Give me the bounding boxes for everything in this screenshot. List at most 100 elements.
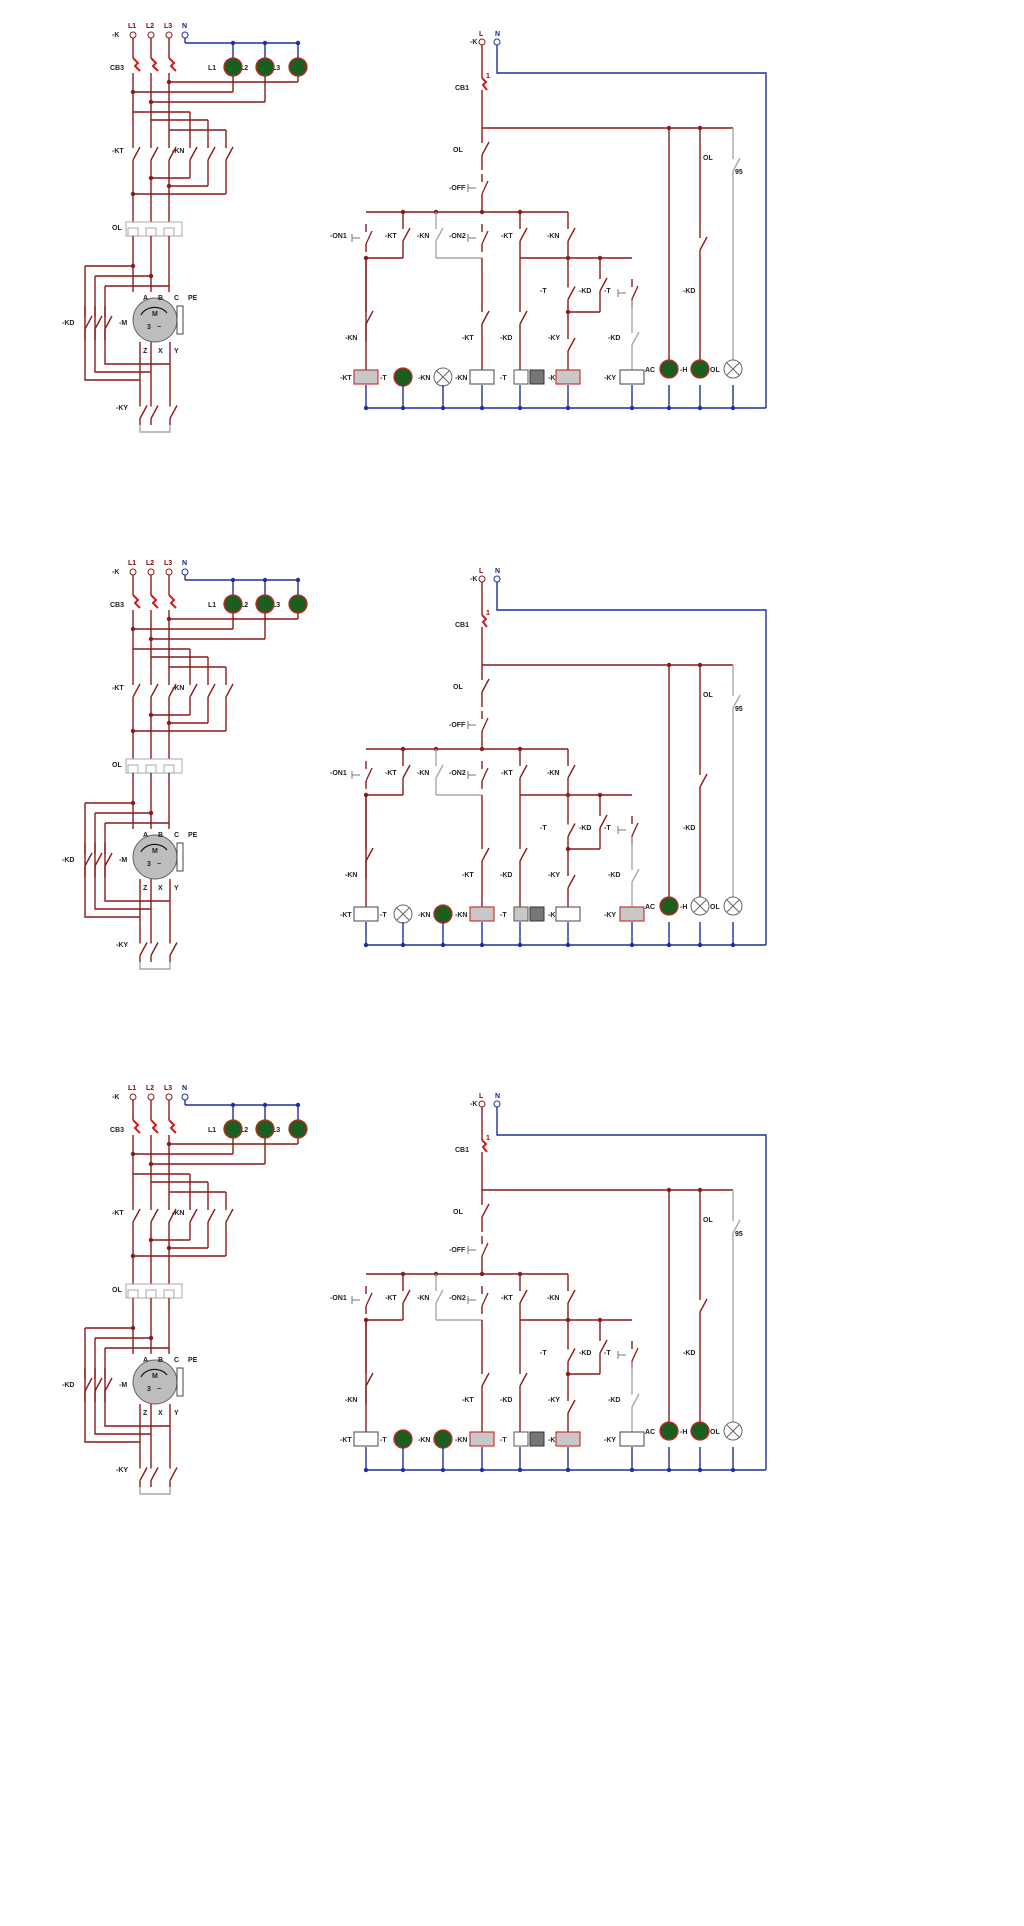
ol-nc-contact (481, 128, 490, 170)
kn-aux-contact (435, 212, 444, 258)
timer-t-icon (513, 369, 529, 385)
label-l3: L3 (164, 560, 172, 567)
label-t: -T (500, 375, 507, 382)
junction-dot (363, 1467, 369, 1473)
label-motor_m: M (152, 311, 158, 318)
kd-interlock (519, 795, 528, 915)
overload-relay (125, 1283, 183, 1299)
ky-star-bridge (139, 962, 171, 970)
cb1-breaker (481, 77, 488, 91)
label-kn: -KN (417, 770, 429, 777)
lamp-l1 (223, 57, 243, 77)
motor-icon (132, 297, 178, 343)
kd-h-contact (699, 665, 708, 897)
terminal (478, 38, 486, 46)
off-button (467, 711, 489, 739)
overload-element (145, 764, 157, 773)
contact-blade (631, 868, 640, 883)
lamp-lit (659, 1421, 679, 1441)
label-ac: AC (645, 904, 655, 911)
rotation-arrow-icon (140, 306, 168, 316)
junction-dot (697, 1467, 703, 1473)
lamp-lit (393, 367, 413, 387)
lamp-l3 (288, 594, 308, 614)
label-lamp_l3: L3 (272, 65, 280, 72)
label-k: -K (470, 39, 477, 46)
label-my: Y (174, 348, 179, 355)
contact-blade (365, 1292, 373, 1307)
contact-blade (104, 315, 113, 330)
label-kt: -KT (340, 912, 352, 919)
label-kn: -KN (418, 375, 430, 382)
contact-blade (84, 852, 93, 867)
label-kt: -KT (112, 1210, 124, 1217)
contact-blade (567, 1348, 576, 1362)
junction-dot (440, 405, 446, 411)
label-kd: -KD (62, 320, 74, 327)
label-kn: -KN (172, 1210, 184, 1217)
ky-main-contact (150, 1462, 159, 1487)
label-m: -M (119, 320, 127, 327)
timer-t-icon (513, 906, 529, 922)
junction-dot (517, 1467, 523, 1473)
overload-element (145, 1289, 157, 1298)
kn-interlock (365, 258, 374, 378)
contact-blade (365, 847, 374, 862)
label-my: Y (174, 885, 179, 892)
label-off: -OFF (449, 1247, 466, 1254)
terminal (129, 1093, 137, 1101)
label-kn: -KN (345, 335, 357, 342)
label-ky: -KY (116, 942, 128, 949)
label-ky: -KY (548, 1397, 560, 1404)
ky-star-bridge (139, 1487, 171, 1495)
breaker-pole (168, 57, 177, 72)
kd-main-contact (84, 306, 93, 340)
contact-blade (732, 694, 741, 709)
contact-blade (481, 767, 489, 782)
contact-blade (139, 1467, 148, 1481)
label-ky: -KY (116, 405, 128, 412)
label-l2: L2 (146, 1085, 154, 1092)
junction-dot (697, 942, 703, 948)
kt-aux-contact (402, 1274, 411, 1320)
junction-dot (666, 1467, 672, 1473)
label-mb: B (158, 832, 163, 839)
label-mc: C (174, 832, 179, 839)
kn-main-contact (207, 140, 216, 168)
contact-blade (150, 146, 159, 161)
label-pe: PE (188, 832, 198, 839)
breaker-pole (168, 594, 177, 609)
label-l3: L3 (164, 23, 172, 30)
timer-t-icon (513, 1431, 529, 1447)
contact-blade (631, 822, 639, 837)
label-lamp_l1: L1 (208, 602, 216, 609)
terminal (147, 568, 155, 576)
kd-main-contact (94, 1368, 103, 1402)
terminal (478, 1100, 486, 1108)
on1-button (351, 761, 373, 789)
lamp-lit (288, 594, 308, 614)
junction-dot (730, 942, 736, 948)
label-on1: -ON1 (330, 233, 347, 240)
contact-blade (169, 1467, 178, 1481)
lamp-lit (223, 1119, 243, 1139)
contact-blade (94, 852, 103, 867)
junction-dot (629, 942, 635, 948)
contact-blade (225, 146, 234, 161)
terminal (129, 568, 137, 576)
coil-kd (555, 906, 581, 922)
neutral-return (496, 45, 767, 408)
contact-blade (481, 1242, 489, 1257)
label-kn: -KN (172, 148, 184, 155)
label-kd: -KD (500, 872, 512, 879)
label-l1: L1 (128, 23, 136, 30)
junction-dot (479, 405, 485, 411)
label-kt: -KT (385, 233, 397, 240)
junction-dot (565, 1467, 571, 1473)
label-kt: -KT (385, 770, 397, 777)
label-pe: PE (188, 1357, 198, 1364)
label-kd: -KD (548, 375, 560, 382)
label-cb1: CB1 (455, 622, 469, 629)
junction-dot (517, 942, 523, 948)
